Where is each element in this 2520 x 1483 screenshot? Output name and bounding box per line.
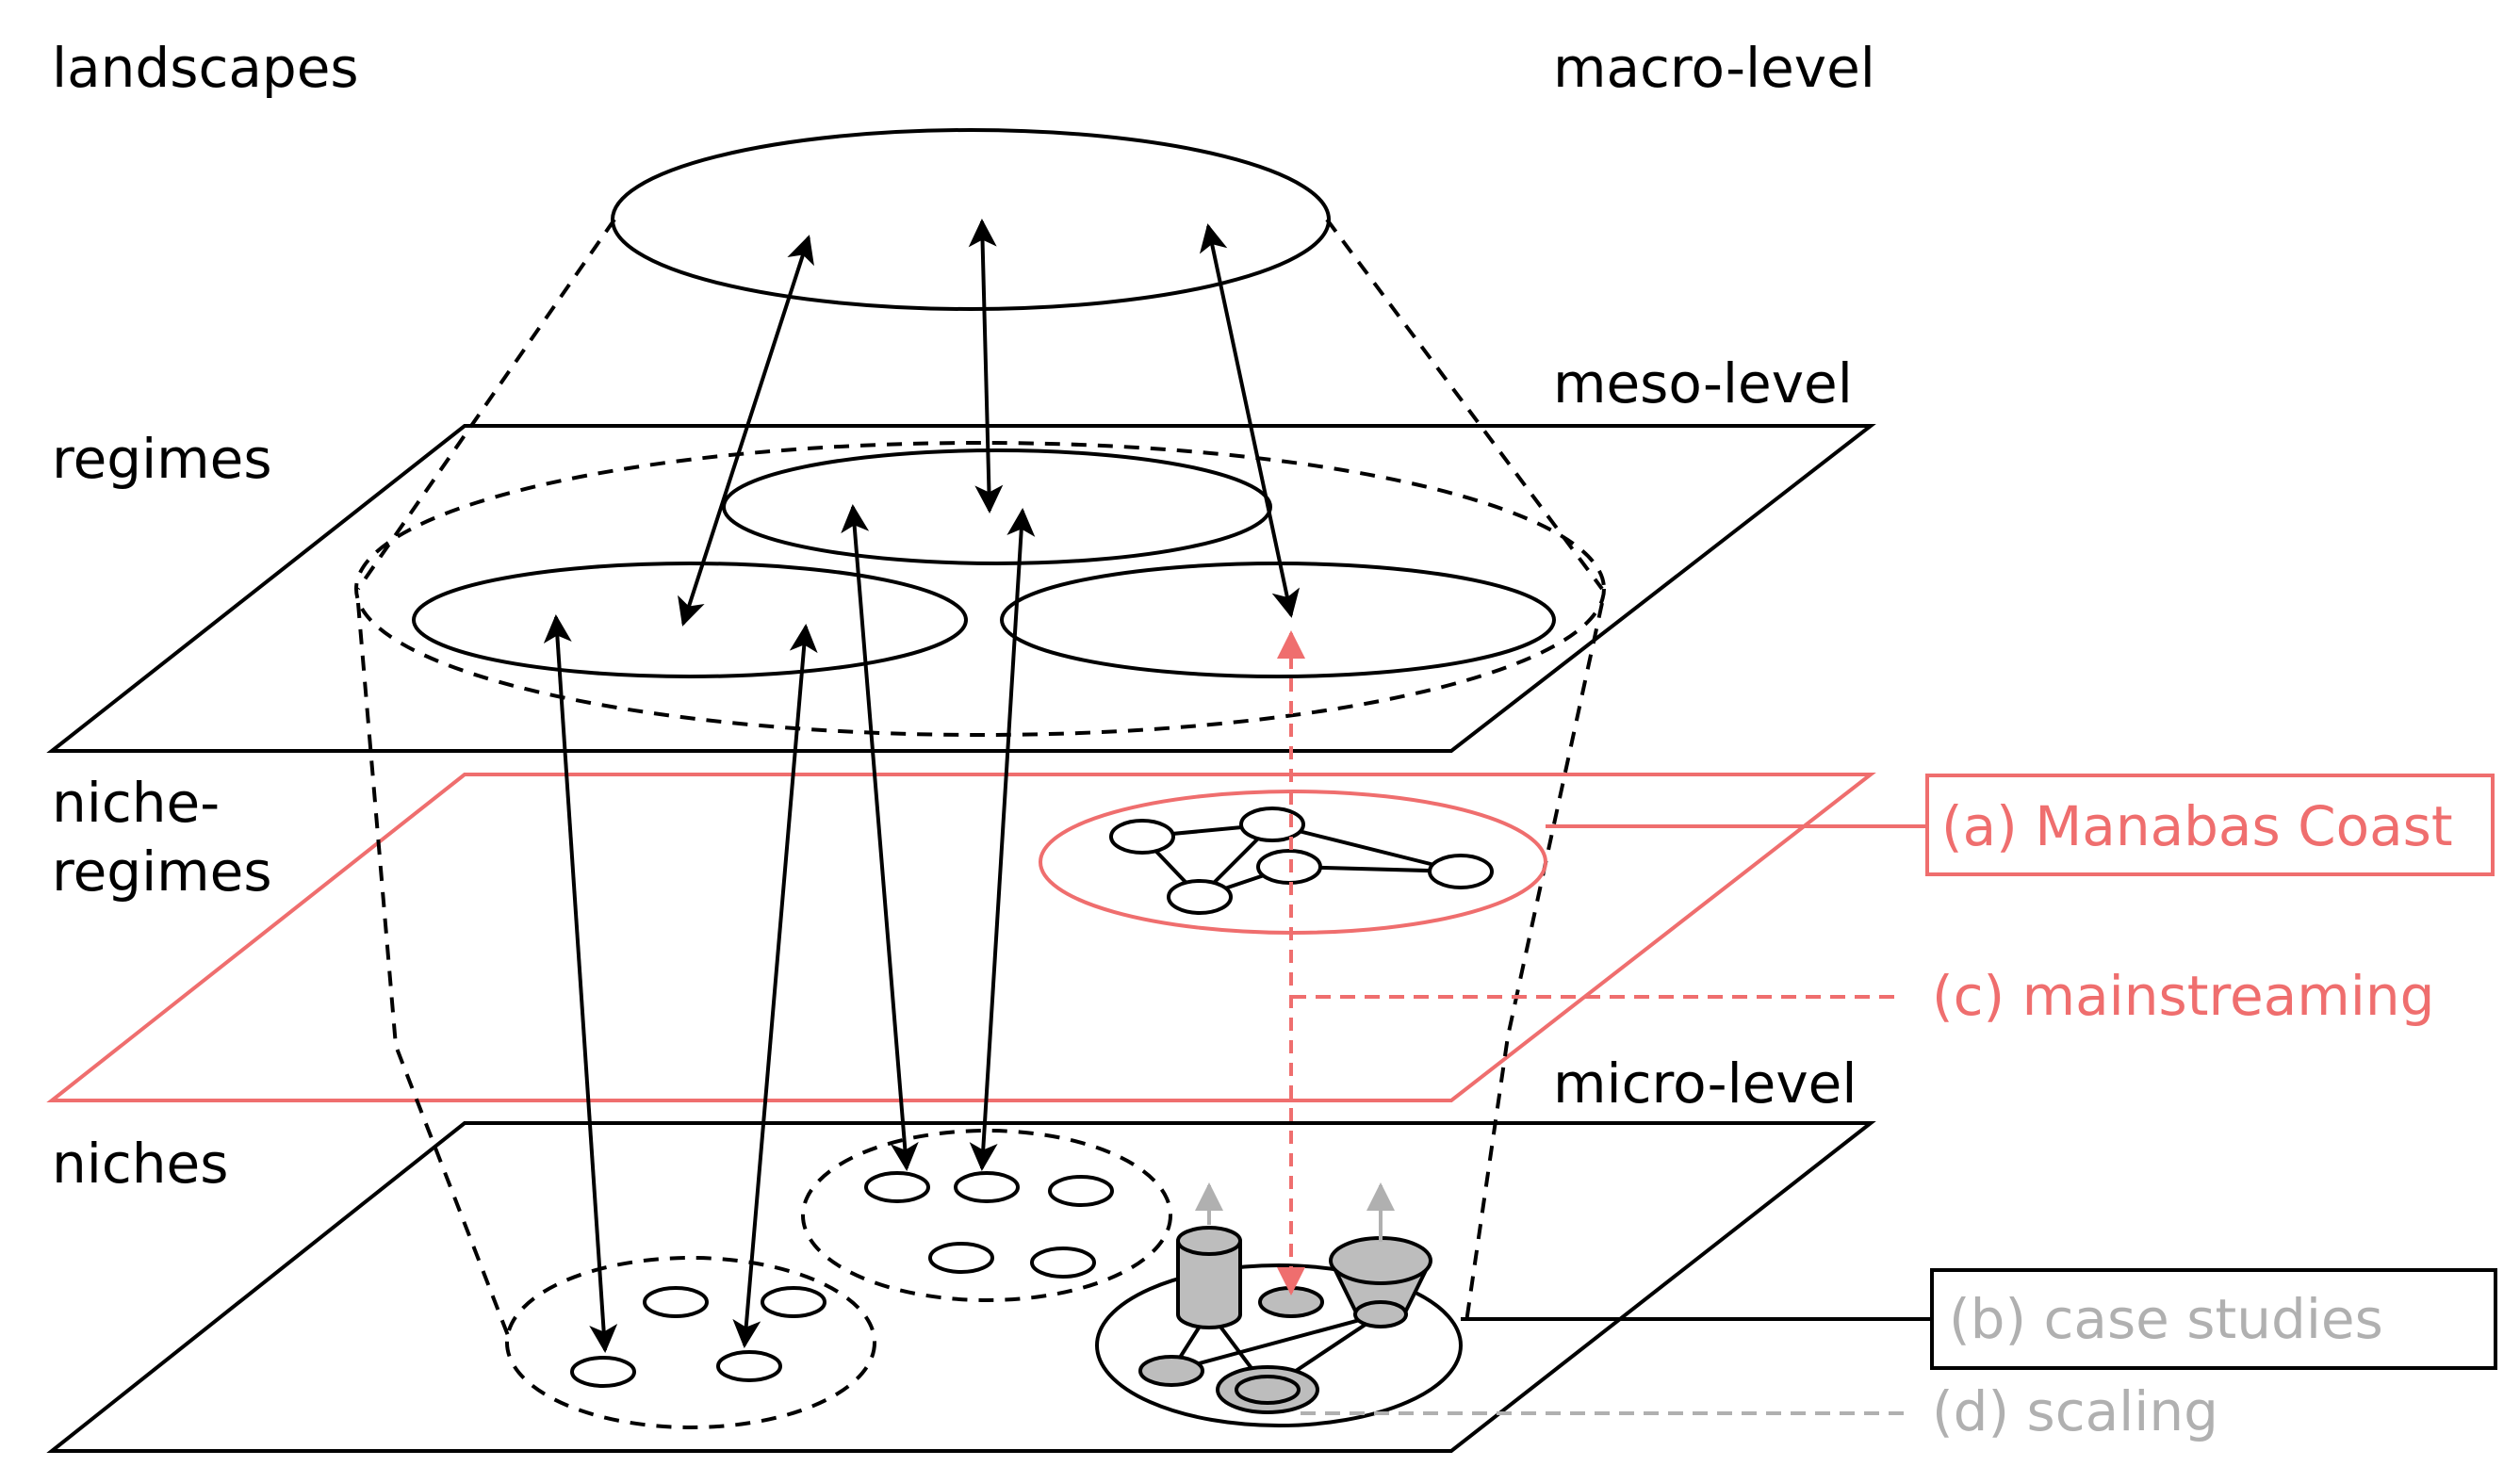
regime-ellipse-right bbox=[1000, 562, 1556, 678]
label-niche-regimes-line1: niche- bbox=[52, 771, 220, 835]
annotation-b-box bbox=[1930, 1268, 2497, 1370]
niche-cluster-middle bbox=[801, 1129, 1172, 1302]
annotation-b-text: (b) case studies bbox=[1949, 1287, 2383, 1351]
annotation-a-text: (a) Manabas Coast bbox=[1941, 794, 2453, 858]
regime-dashed-outer bbox=[354, 441, 1606, 737]
label-macro-level: macro-level bbox=[1553, 36, 1875, 100]
label-landscapes: landscapes bbox=[52, 36, 359, 100]
label-regimes: regimes bbox=[52, 427, 272, 491]
regime-ellipse-left bbox=[412, 562, 968, 678]
label-micro-level: micro-level bbox=[1553, 1051, 1857, 1116]
annotation-a-box bbox=[1925, 774, 2495, 876]
cone-dashed-lines bbox=[356, 218, 1604, 1339]
niche-cluster-middle-items bbox=[864, 1171, 1114, 1279]
label-niche-regimes-line2: regimes bbox=[52, 839, 272, 904]
label-niches: niches bbox=[52, 1132, 228, 1196]
niche-cluster-left-items bbox=[570, 1286, 826, 1388]
niche-cluster-left bbox=[505, 1256, 876, 1429]
niche-regimes-plane bbox=[46, 773, 1876, 1102]
micro-level-plane bbox=[46, 1121, 1876, 1453]
case-studies-network bbox=[1138, 1226, 1432, 1414]
annotation-d-text: (d) scaling bbox=[1932, 1379, 2218, 1443]
regime-ellipse-top bbox=[722, 448, 1272, 565]
meso-level-plane bbox=[46, 424, 1876, 753]
label-meso-level: meso-level bbox=[1553, 351, 1853, 416]
annotation-c-text: (c) mainstreaming bbox=[1932, 964, 2434, 1028]
niche-regime-network bbox=[1109, 807, 1494, 915]
scaling-arrows bbox=[1195, 1182, 1395, 1242]
interaction-arrows bbox=[543, 219, 1301, 1353]
